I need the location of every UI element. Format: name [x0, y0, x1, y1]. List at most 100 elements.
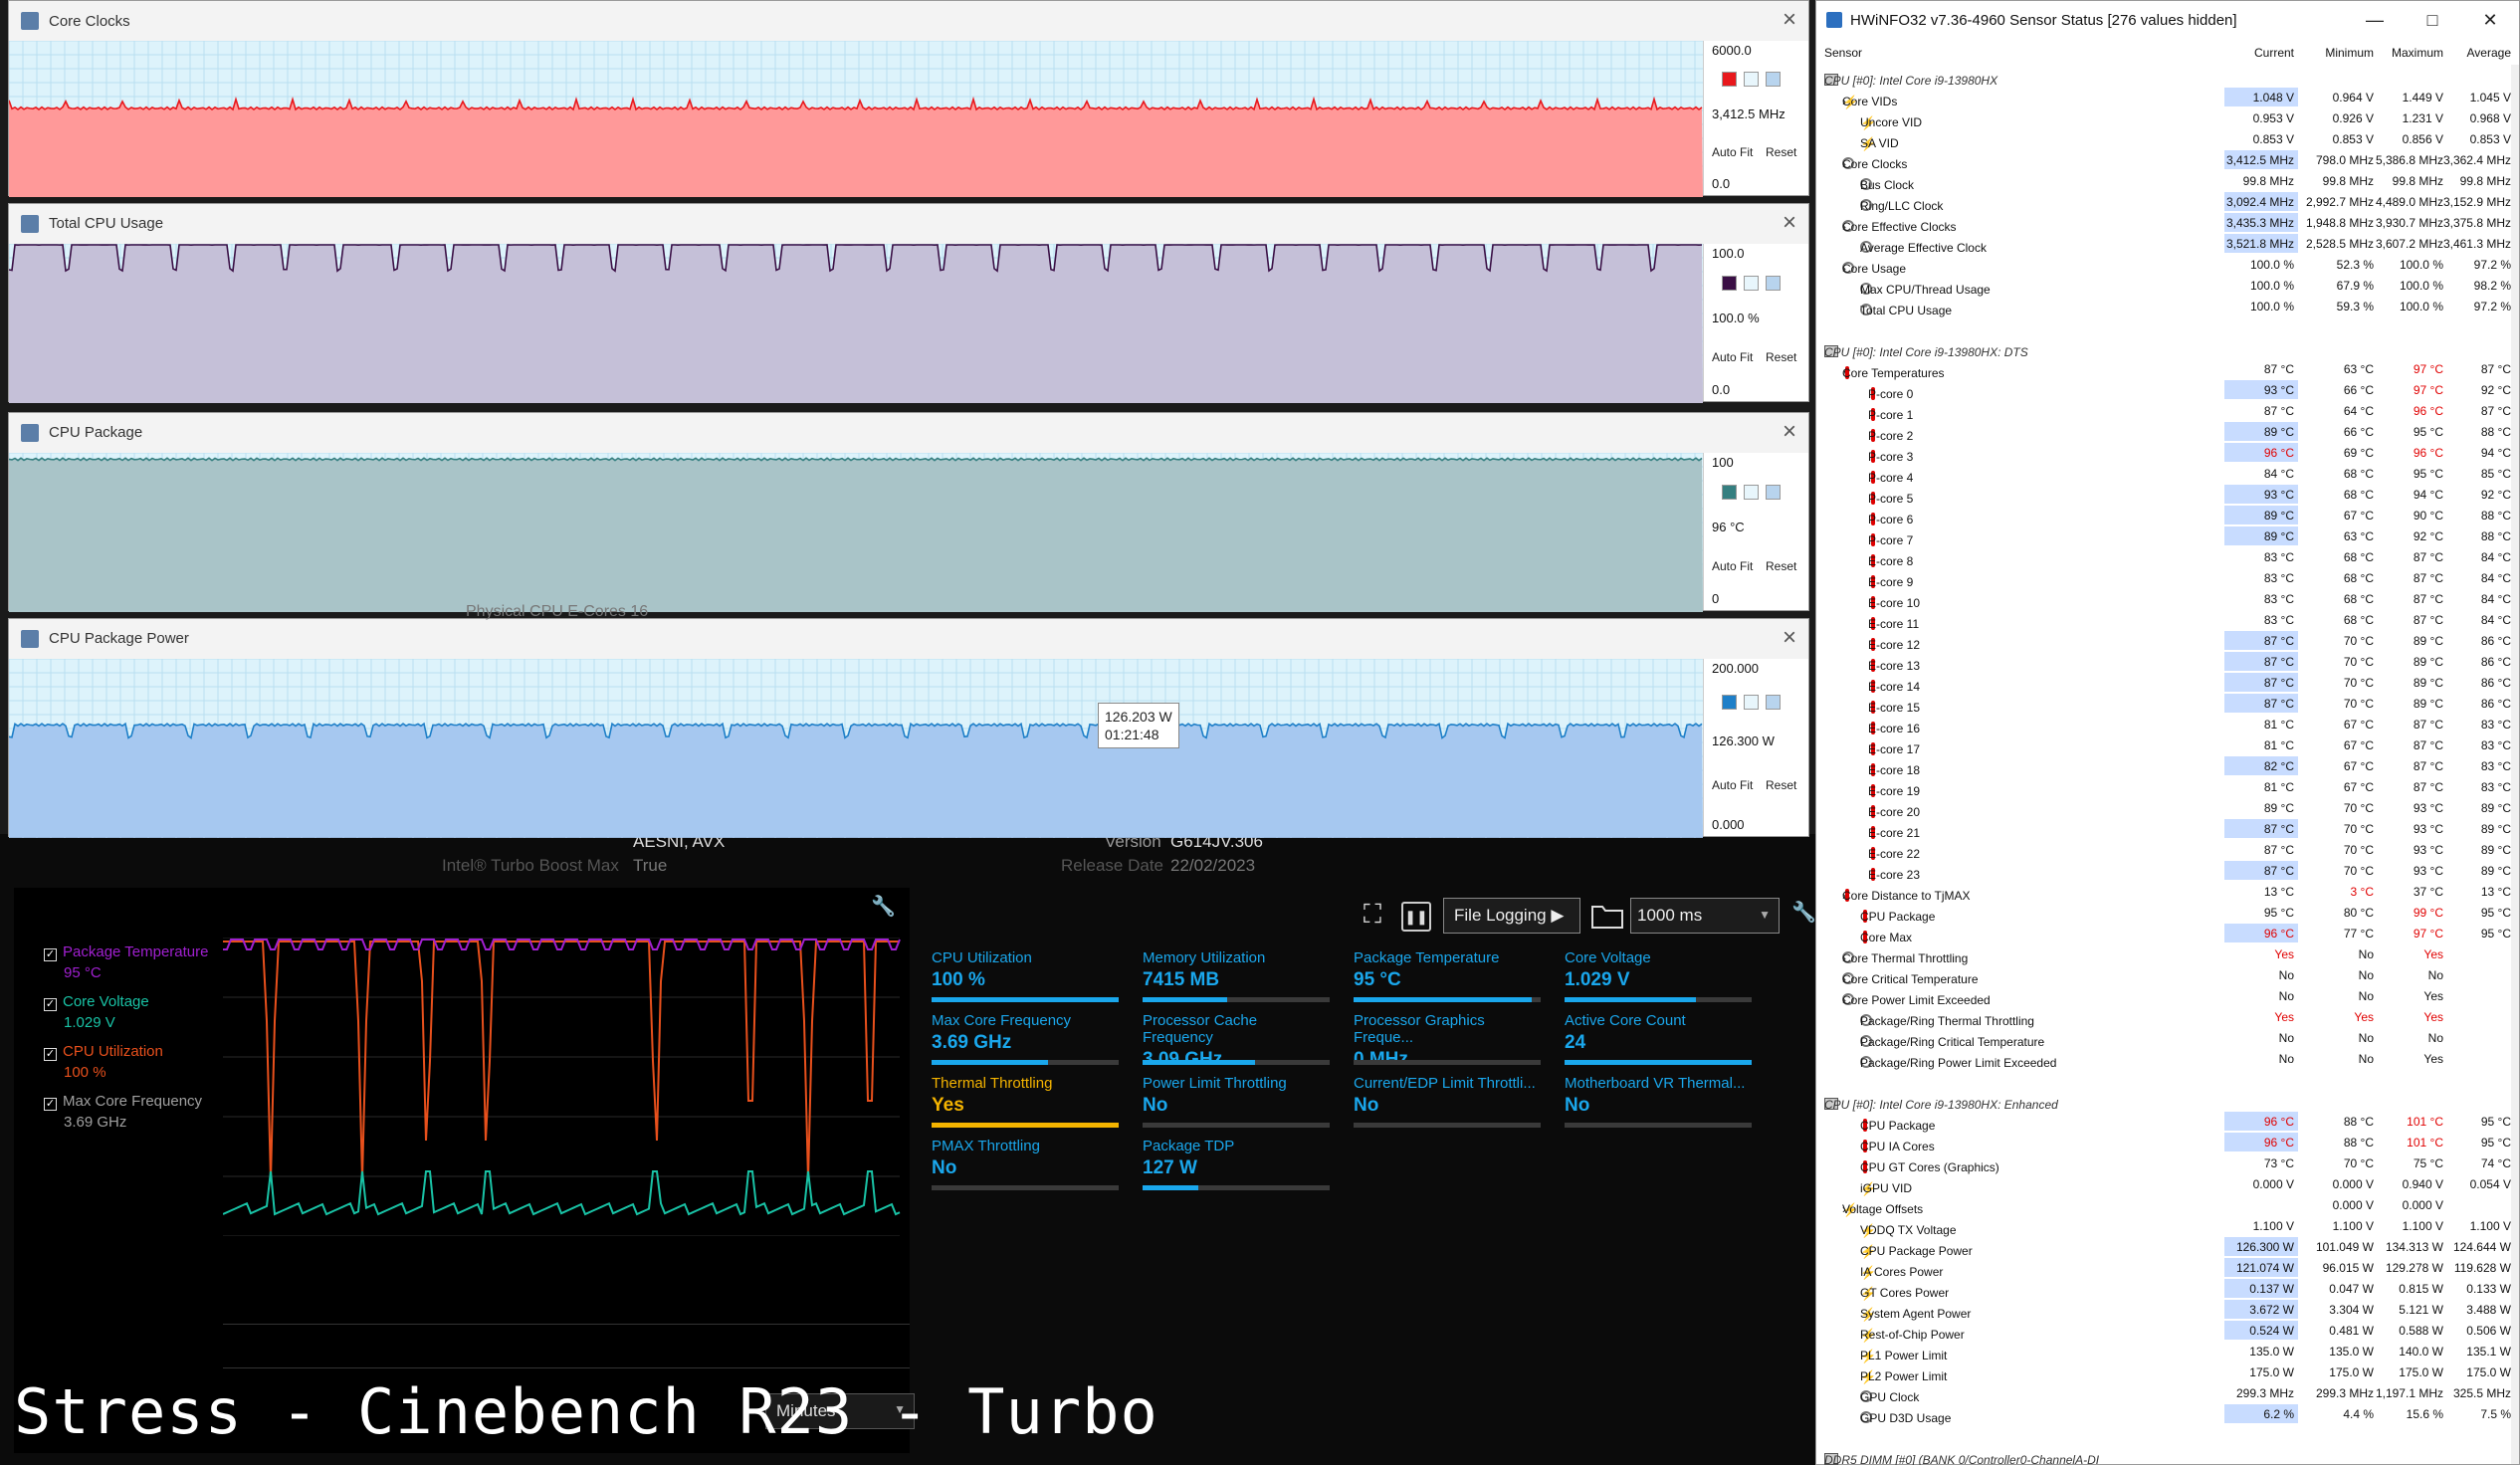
- graph-swatch-2[interactable]: [1744, 72, 1759, 88]
- chevron-right-icon[interactable]: ›: [1842, 889, 1846, 903]
- file-logging-button[interactable]: File Logging ▶: [1443, 898, 1580, 934]
- sensor-row[interactable]: Ring/LLC Clock 3,092.4 MHz 2,992.7 MHz 4…: [1816, 191, 2519, 213]
- sensor-row[interactable]: E-core 17 81 °C 67 °C 87 °C 83 °C: [1816, 734, 2519, 756]
- sensor-row[interactable]: ⚡CPU Package Power 126.300 W 101.049 W 1…: [1816, 1236, 2519, 1259]
- sensor-row[interactable]: ›Core Thermal Throttling Yes No Yes: [1816, 943, 2519, 965]
- metric-tile[interactable]: Current/EDP Limit Throttli... No: [1354, 1075, 1541, 1128]
- sensor-row[interactable]: Core Max 96 °C 77 °C 97 °C 95 °C: [1816, 923, 2519, 944]
- sensor-row[interactable]: Package/Ring Power Limit Exceeded No No …: [1816, 1048, 2519, 1070]
- sensor-row[interactable]: E-core 16 81 °C 67 °C 87 °C 83 °C: [1816, 714, 2519, 735]
- sensor-row[interactable]: E-core 21 87 °C 70 °C 93 °C 89 °C: [1816, 818, 2519, 840]
- sensor-row[interactable]: P-core 2 89 °C 66 °C 95 °C 88 °C: [1816, 421, 2519, 443]
- expand-icon[interactable]: ⛶: [1363, 899, 1382, 929]
- graph-color-swatch[interactable]: [1722, 694, 1737, 710]
- sensor-row[interactable]: E-core 20 89 °C 70 °C 93 °C 89 °C: [1816, 797, 2519, 819]
- sensor-row[interactable]: E-core 19 81 °C 67 °C 87 °C 83 °C: [1816, 776, 2519, 798]
- sensor-row[interactable]: ›Core Power Limit Exceeded No No Yes: [1816, 985, 2519, 1007]
- legend-item[interactable]: ✓Core Voltage 1.029 V: [44, 991, 149, 1033]
- sensor-row[interactable]: ›Core Clocks 3,412.5 MHz 798.0 MHz 5,386…: [1816, 149, 2519, 171]
- graph-swatch-3[interactable]: [1766, 694, 1781, 710]
- sensor-row[interactable]: P-core 5 93 °C 68 °C 94 °C 92 °C: [1816, 484, 2519, 506]
- sensor-row[interactable]: ⚡Rest-of-Chip Power 0.524 W 0.481 W 0.58…: [1816, 1320, 2519, 1343]
- legend-checkbox[interactable]: ✓: [44, 948, 57, 961]
- sensor-row[interactable]: P-core 4 84 °C 68 °C 95 °C 85 °C: [1816, 463, 2519, 485]
- graph-swatch-2[interactable]: [1744, 275, 1759, 291]
- graph-swatch-3[interactable]: [1766, 485, 1781, 501]
- sensor-row[interactable]: CPU Package 95 °C 80 °C 99 °C 95 °C: [1816, 902, 2519, 924]
- sensor-row[interactable]: P-core 6 89 °C 67 °C 90 °C 88 °C: [1816, 505, 2519, 526]
- wrench-icon[interactable]: 🔧: [1791, 902, 1816, 924]
- sensor-row[interactable]: CPU Package 96 °C 88 °C 101 °C 95 °C: [1816, 1111, 2519, 1133]
- sensor-row[interactable]: Package/Ring Critical Temperature No No …: [1816, 1027, 2519, 1049]
- auto-fit-button[interactable]: Auto Fit: [1712, 350, 1754, 365]
- sensor-row[interactable]: ›⚡Voltage Offsets 0.000 V 0.000 V: [1816, 1194, 2519, 1217]
- auto-fit-button[interactable]: Auto Fit: [1712, 145, 1754, 160]
- sensor-group-row[interactable]: ∨DDR5 DIMM [#0] (BANK 0/Controller0-Chan…: [1816, 1445, 2519, 1465]
- metric-tile[interactable]: Package TDP 127 W: [1143, 1138, 1330, 1190]
- sensor-row[interactable]: ›Core Distance to TjMAX 13 °C 3 °C 37 °C…: [1816, 881, 2519, 903]
- sensor-row[interactable]: Max CPU/Thread Usage 100.0 % 67.9 % 100.…: [1816, 275, 2519, 297]
- sensor-row[interactable]: P-core 1 87 °C 64 °C 96 °C 87 °C: [1816, 400, 2519, 422]
- graph-swatch-3[interactable]: [1766, 275, 1781, 291]
- interval-select[interactable]: 1000 ms ▼: [1630, 898, 1780, 934]
- reset-button[interactable]: Reset: [1766, 778, 1797, 793]
- auto-fit-button[interactable]: Auto Fit: [1712, 559, 1754, 574]
- chevron-right-icon[interactable]: ›: [1842, 1202, 1846, 1216]
- sensor-row[interactable]: GPU Clock 299.3 MHz 299.3 MHz 1,197.1 MH…: [1816, 1382, 2519, 1404]
- auto-fit-button[interactable]: Auto Fit: [1712, 778, 1754, 793]
- metric-tile[interactable]: Memory Utilization 7415 MB: [1143, 949, 1330, 1002]
- sensor-row[interactable]: E-core 15 87 °C 70 °C 89 °C 86 °C: [1816, 693, 2519, 715]
- sensor-row[interactable]: E-core 22 87 °C 70 °C 93 °C 89 °C: [1816, 839, 2519, 861]
- graph-color-swatch[interactable]: [1722, 72, 1737, 88]
- metric-tile[interactable]: Package Temperature 95 °C: [1354, 949, 1541, 1002]
- sensor-row[interactable]: ⚡SA VID 0.853 V 0.853 V 0.856 V 0.853 V: [1816, 128, 2519, 151]
- sensor-row[interactable]: Package/Ring Thermal Throttling Yes Yes …: [1816, 1006, 2519, 1028]
- timespan-select[interactable]: Minutes ▼: [765, 1393, 915, 1429]
- sensor-row[interactable]: E-core 12 87 °C 70 °C 89 °C 86 °C: [1816, 630, 2519, 652]
- sensor-row[interactable]: ›Core Effective Clocks 3,435.3 MHz 1,948…: [1816, 212, 2519, 234]
- metric-tile[interactable]: Power Limit Throttling No: [1143, 1075, 1330, 1128]
- sensor-row[interactable]: ›Core Critical Temperature No No No: [1816, 964, 2519, 986]
- sensor-row[interactable]: ⚡Uncore VID 0.953 V 0.926 V 1.231 V 0.96…: [1816, 107, 2519, 130]
- sensor-group-row[interactable]: ∨CPU [#0]: Intel Core i9-13980HX: [1816, 66, 2519, 88]
- metric-tile[interactable]: Core Voltage 1.029 V: [1565, 949, 1752, 1002]
- close-icon[interactable]: ✕: [2482, 9, 2498, 30]
- sensor-row[interactable]: E-core 11 83 °C 68 °C 87 °C 84 °C: [1816, 609, 2519, 631]
- folder-icon[interactable]: [1590, 902, 1624, 930]
- metric-tile[interactable]: Active Core Count 24: [1565, 1012, 1752, 1065]
- sensor-row[interactable]: ⚡PL1 Power Limit 135.0 W 135.0 W 140.0 W…: [1816, 1341, 2519, 1363]
- col-maximum[interactable]: Maximum: [2391, 46, 2443, 60]
- minimize-icon[interactable]: —: [2366, 9, 2384, 30]
- legend-checkbox[interactable]: ✓: [44, 1048, 57, 1061]
- close-icon[interactable]: ×: [1782, 208, 1796, 236]
- sensor-row[interactable]: P-core 7 89 °C 63 °C 92 °C 88 °C: [1816, 525, 2519, 547]
- sensor-row[interactable]: ›⚡Core VIDs 1.048 V 0.964 V 1.449 V 1.04…: [1816, 87, 2519, 109]
- sensor-row[interactable]: P-core 3 96 °C 69 °C 96 °C 94 °C: [1816, 442, 2519, 464]
- sensor-row[interactable]: Total CPU Usage 100.0 % 59.3 % 100.0 % 9…: [1816, 296, 2519, 317]
- sensor-row[interactable]: ⚡GT Cores Power 0.137 W 0.047 W 0.815 W …: [1816, 1278, 2519, 1301]
- legend-checkbox[interactable]: ✓: [44, 1098, 57, 1111]
- col-current[interactable]: Current: [2253, 46, 2294, 60]
- graph-swatch-2[interactable]: [1744, 485, 1759, 501]
- wrench-icon[interactable]: 🔧: [871, 896, 896, 918]
- sensor-row[interactable]: P-core 0 93 °C 66 °C 97 °C 92 °C: [1816, 379, 2519, 401]
- maximize-icon[interactable]: □: [2426, 9, 2438, 30]
- metric-tile[interactable]: Processor Graphics Freque... 0 MHz: [1354, 1012, 1541, 1071]
- sensor-row[interactable]: E-core 14 87 °C 70 °C 89 °C 86 °C: [1816, 672, 2519, 694]
- reset-button[interactable]: Reset: [1766, 350, 1797, 365]
- sensor-row[interactable]: E-core 10 83 °C 68 °C 87 °C 84 °C: [1816, 588, 2519, 610]
- metric-tile[interactable]: Processor Cache Frequency 3.09 GHz: [1143, 1012, 1330, 1071]
- sensor-row[interactable]: E-core 18 82 °C 67 °C 87 °C 83 °C: [1816, 755, 2519, 777]
- sensor-row[interactable]: ›Core Usage 100.0 % 52.3 % 100.0 % 97.2 …: [1816, 254, 2519, 276]
- sensor-row[interactable]: ⚡VDDQ TX Voltage 1.100 V 1.100 V 1.100 V…: [1816, 1215, 2519, 1238]
- reset-button[interactable]: Reset: [1766, 145, 1797, 160]
- sensor-row[interactable]: E-core 8 83 °C 68 °C 87 °C 84 °C: [1816, 546, 2519, 568]
- scrollbar[interactable]: [2511, 65, 2519, 1464]
- metric-tile[interactable]: Thermal Throttling Yes: [932, 1075, 1119, 1128]
- graph-color-swatch[interactable]: [1722, 275, 1737, 291]
- metric-tile[interactable]: Max Core Frequency 3.69 GHz: [932, 1012, 1119, 1065]
- sensor-row[interactable]: ∨Core Temperatures 87 °C 63 °C 97 °C 87 …: [1816, 358, 2519, 380]
- col-minimum[interactable]: Minimum: [2325, 46, 2374, 60]
- graph-color-swatch[interactable]: [1722, 485, 1737, 501]
- sensor-row[interactable]: ⚡iGPU VID 0.000 V 0.000 V 0.940 V 0.054 …: [1816, 1173, 2519, 1196]
